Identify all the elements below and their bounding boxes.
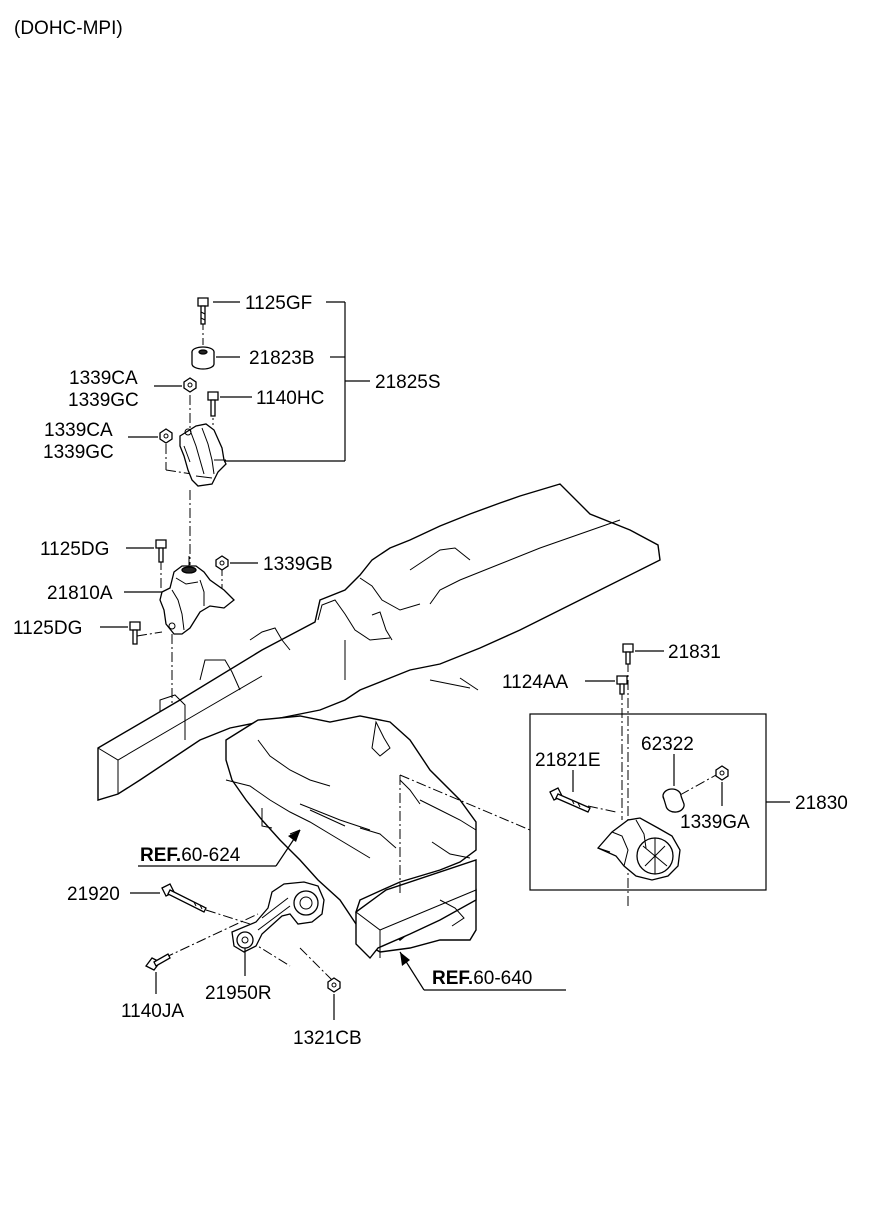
label-21821E: 21821E (535, 750, 601, 771)
label-1321CB: 1321CB (293, 1028, 362, 1049)
label-21823B: 21823B (249, 348, 315, 369)
label-1125GF: 1125GF (245, 293, 312, 314)
label-1339CA-upper: 1339CA (69, 368, 138, 389)
label-21830: 21830 (795, 793, 848, 814)
ref-60-624-callout (138, 829, 301, 867)
ref-60-624-label: REF.60-624 (140, 845, 241, 866)
label-21810A: 21810A (47, 583, 113, 604)
label-1339CA-lower: 1339CA (44, 420, 113, 441)
roll-rod-21950R (145, 881, 341, 993)
label-1125DG-lower: 1125DG (13, 618, 82, 639)
transmission-mount-leaders (572, 650, 790, 806)
ref-60-640-callout (399, 951, 566, 991)
roll-rod-leaders (130, 892, 335, 1020)
label-21831: 21831 (668, 642, 721, 663)
label-21950R: 21950R (205, 983, 272, 1004)
label-1140JA: 1140JA (121, 1001, 184, 1022)
ref-60-640-number: 60-640 (473, 968, 532, 989)
label-1339GC-lower: 1339GC (43, 442, 114, 463)
label-1339GB: 1339GB (263, 554, 333, 575)
ref-60-624-prefix: REF. (140, 845, 181, 866)
engine-mount-leaders (100, 547, 258, 628)
diagram-title: (DOHC-MPI) (14, 18, 123, 39)
label-1339GC-upper: 1339GC (68, 390, 139, 411)
ref-60-640-prefix: REF. (432, 968, 473, 989)
transmission-mount-21830 (529, 643, 767, 891)
ref-60-624-number: 60-624 (181, 845, 241, 866)
vehicle-body-frame (97, 483, 661, 960)
assembly-center-lines (136, 320, 717, 983)
upper-mount-bracket (159, 297, 227, 487)
bracket-21825S-leader (128, 301, 370, 462)
label-1124AA: 1124AA (502, 672, 569, 693)
label-21920: 21920 (67, 884, 120, 905)
ref-60-640-label: REF.60-640 (432, 968, 532, 989)
label-1125DG-upper: 1125DG (40, 539, 109, 560)
engine-mount-21810A (129, 539, 235, 645)
label-21825S: 21825S (375, 372, 441, 393)
label-1140HC: 1140HC (256, 388, 324, 409)
label-1339GA: 1339GA (680, 812, 750, 833)
label-62322: 62322 (641, 734, 694, 755)
